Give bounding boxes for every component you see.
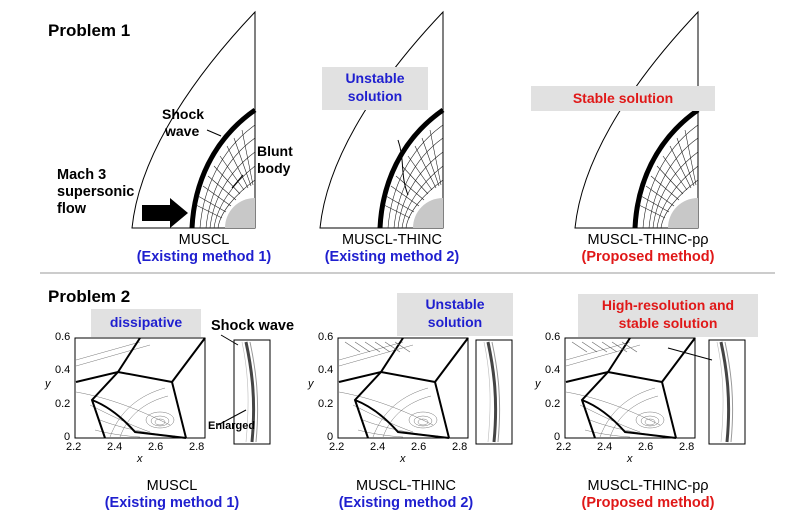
y-tick-label: 0.4 — [318, 364, 334, 376]
x-tick-label: 2.4 — [370, 441, 386, 453]
p2-callout-dissipative: dissipative — [91, 309, 201, 337]
y-tick-label: 0.6 — [318, 331, 334, 343]
p2-subtitle-1: (Existing method 1) — [104, 495, 240, 511]
enlarged-leader — [217, 409, 247, 426]
shock-wave-leader — [206, 129, 222, 137]
x-tick-label: 2.6 — [638, 441, 654, 453]
y-tick-label: 0 — [327, 431, 334, 443]
y-tick-label: 0 — [64, 431, 71, 443]
y-tick-label: 0.6 — [545, 331, 561, 343]
x-tick-label: 2.4 — [107, 441, 123, 453]
p1-callout-unstable: Unstable solution — [322, 67, 428, 110]
p2-method-1: MUSCL — [146, 478, 198, 494]
x-tick-label: 2.2 — [66, 441, 82, 453]
x-axis-label: x — [400, 453, 406, 465]
y-tick-label: 0 — [554, 431, 561, 443]
problem1-heading: Problem 1 — [48, 21, 131, 40]
p2-subtitle-2: (Existing method 2) — [338, 495, 474, 511]
p1-subtitle-1: (Existing method 1) — [136, 249, 272, 265]
p2-method-2: MUSCL-THINC — [356, 478, 456, 494]
blunt-body-leader — [231, 174, 244, 189]
p2-inset-2 — [474, 338, 514, 446]
p1-panel-2-drawing — [320, 12, 443, 228]
x-tick-label: 2.6 — [411, 441, 427, 453]
shock-wave-label: Shock wave — [162, 106, 205, 139]
y-tick-label: 0.2 — [545, 398, 561, 410]
flow-arrow — [142, 198, 188, 228]
problem2-heading: Problem 2 — [48, 287, 131, 306]
x-axis-label: x — [627, 453, 633, 465]
shock-wave-p2-leader — [220, 334, 239, 346]
x-tick-label: 2.8 — [189, 441, 205, 453]
flow-label: Mach 3 supersonic flow — [57, 167, 135, 217]
p3-leader — [667, 347, 713, 361]
x-tick-label: 2.8 — [452, 441, 468, 453]
p2-shock-wave-label: Shock wave — [211, 318, 295, 334]
p1-method-2: MUSCL-THINC — [342, 232, 442, 248]
y-tick-label: 0.2 — [318, 398, 334, 410]
p1-panel-3-drawing — [575, 12, 698, 228]
p2-subtitle-3: (Proposed method) — [581, 495, 715, 511]
x-tick-label: 2.6 — [148, 441, 164, 453]
x-tick-label: 2.8 — [679, 441, 695, 453]
p2-plot-2 — [337, 337, 469, 439]
y-tick-label: 0.4 — [55, 364, 71, 376]
y-axis-label: y — [45, 378, 51, 390]
p1-subtitle-3: (Proposed method) — [581, 249, 715, 265]
p2-callout-unstable: Unstable solution — [397, 293, 513, 336]
y-tick-label: 0.2 — [55, 398, 71, 410]
y-axis-label: y — [308, 378, 314, 390]
x-tick-label: 2.2 — [329, 441, 345, 453]
x-tick-label: 2.2 — [556, 441, 572, 453]
x-tick-label: 2.4 — [597, 441, 613, 453]
p1-callout-stable: Stable solution — [531, 86, 715, 111]
x-axis-label: x — [137, 453, 143, 465]
p1-subtitle-2: (Existing method 2) — [324, 249, 460, 265]
y-axis-label: y — [535, 378, 541, 390]
p2-plot-3 — [564, 337, 696, 439]
enlarged-label: Enlarged — [208, 420, 256, 432]
p2-callout-highres: High-resolution and stable solution — [578, 294, 758, 337]
y-tick-label: 0.4 — [545, 364, 561, 376]
p2-plot-1 — [74, 337, 206, 439]
p2-method-3: MUSCL-THINC-pρ — [587, 478, 709, 494]
p1-method-3: MUSCL-THINC-pρ — [587, 232, 709, 248]
p2-inset-3 — [707, 338, 747, 446]
blunt-body-label: Blunt body — [257, 143, 293, 176]
p1-method-1: MUSCL — [178, 232, 230, 248]
y-tick-label: 0.6 — [55, 331, 71, 343]
